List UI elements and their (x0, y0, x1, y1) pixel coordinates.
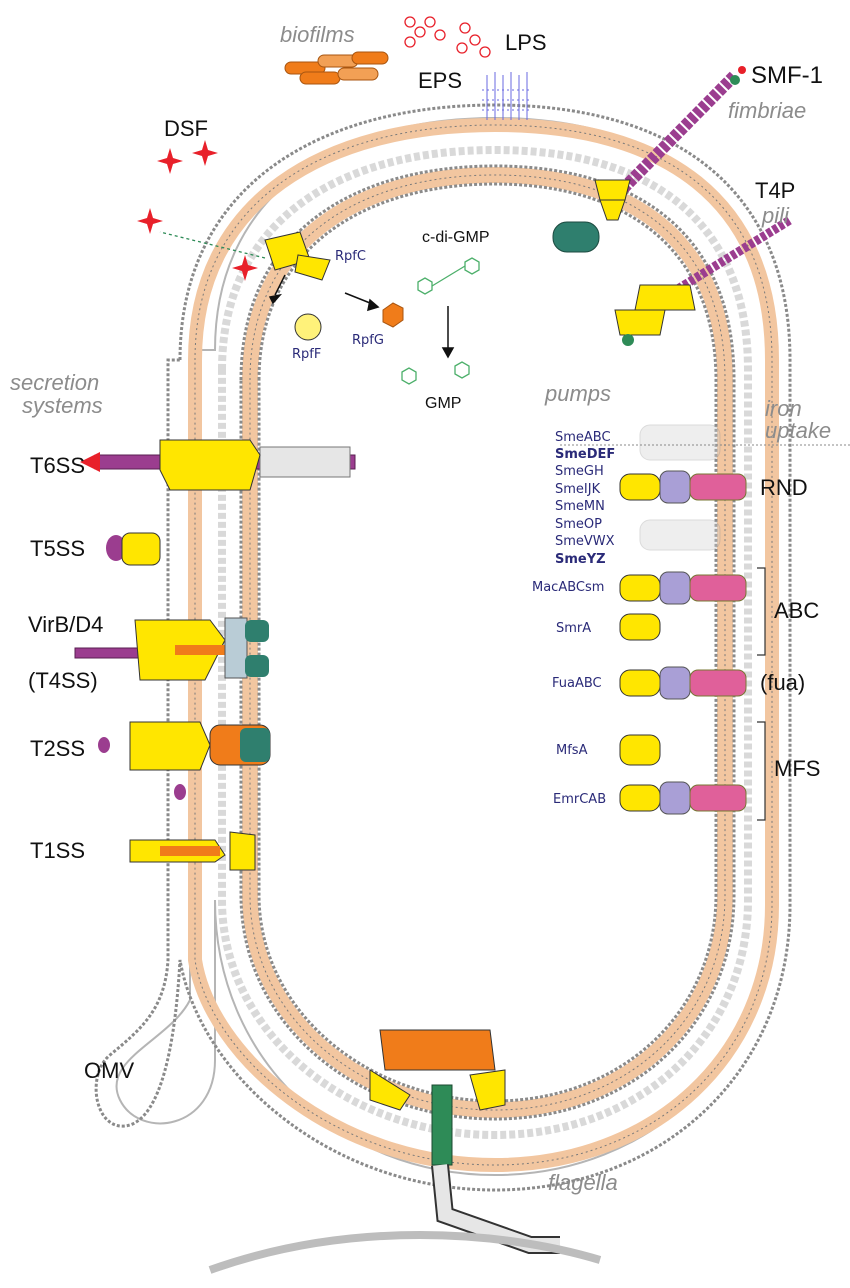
label-fimbriae: fimbriae (728, 98, 807, 123)
pump-brackets (757, 567, 766, 821)
t5ss-machine (106, 532, 161, 566)
pump-macabcsm: MacABCsm (532, 580, 605, 595)
label-mfs: MFS (774, 756, 821, 781)
type-iv-pili (614, 216, 793, 346)
pump-smra: SmrA (556, 621, 592, 636)
efflux-pumps (619, 470, 747, 815)
dsf-molecules (137, 140, 258, 281)
label-lps: LPS (505, 30, 547, 55)
teal-channel-top (552, 221, 600, 253)
label-omv: OMV (84, 1058, 135, 1083)
t1ss-machine (129, 831, 256, 871)
pump-smeijk: SmeIJK (555, 482, 601, 497)
rpfg-icon (382, 302, 404, 328)
t4ss-machine (74, 617, 269, 681)
signaling-arrows (268, 274, 455, 359)
label-uptake: uptake (765, 418, 832, 443)
label-eps: EPS (418, 68, 463, 93)
label-t4ss: (T4SS) (28, 668, 98, 693)
label-t4p: T4P (755, 178, 796, 203)
label-t6ss: T6SS (30, 453, 86, 478)
label-rpfc: RpfC (335, 249, 366, 264)
label-abc: ABC (774, 598, 820, 623)
label-dsf: DSF (164, 116, 208, 141)
label-t2ss: T2SS (30, 736, 86, 761)
rpfc-sensor (264, 231, 331, 281)
label-biofilms: biofilms (280, 22, 355, 47)
label-smf1: SMF-1 (751, 62, 823, 89)
pump-fuaabc: FuaABC (552, 676, 602, 691)
pump-smedef: SmeDEF (555, 447, 616, 462)
label-cdigmp: c-di-GMP (422, 229, 490, 246)
label-rpff: RpfF (292, 347, 322, 362)
label-pili: pili (762, 203, 789, 228)
label-pumps: pumps (545, 381, 612, 406)
label-rnd: RND (760, 475, 808, 500)
label-fua: (fua) (760, 670, 806, 695)
dsf-export-arrow (159, 231, 266, 259)
flagellum (208, 1029, 602, 1274)
label-iron: iron (765, 396, 802, 421)
eps-molecules (404, 16, 491, 58)
fimbriae (594, 66, 746, 221)
inner-membrane (239, 164, 736, 1121)
label-systems: systems (22, 393, 103, 418)
pump-smevwx: SmeVWX (555, 534, 615, 549)
pump-smeabc: SmeABC (555, 430, 611, 445)
label-t1ss: T1SS (30, 838, 86, 863)
label-gmp: GMP (425, 395, 462, 412)
pump-mfsa: MfsA (556, 743, 588, 758)
pump-smemn: SmeMN (555, 499, 605, 514)
label-secretion: secretion (10, 370, 100, 395)
t2ss-machine (98, 721, 271, 800)
label-virb: VirB/D4 (28, 612, 104, 637)
label-rpfg: RpfG (352, 333, 384, 348)
t6ss-machine (80, 439, 356, 491)
cdigmp-molecule (417, 257, 480, 295)
lps-chains (482, 72, 532, 120)
pump-smeyz: SmeYZ (555, 552, 606, 567)
pump-emrcab: EmrCAB (553, 792, 607, 807)
label-flagella: flagella (548, 1170, 618, 1195)
label-t5ss: T5SS (30, 536, 86, 561)
iron-uptake-ghost (639, 424, 721, 551)
gmp-molecules (401, 361, 470, 385)
biofilm-rods (284, 51, 389, 85)
peptidoglycan (218, 145, 752, 1140)
rpff-icon (294, 313, 322, 341)
pump-smegh: SmeGH (555, 464, 604, 479)
pump-smeop: SmeOP (555, 517, 602, 532)
